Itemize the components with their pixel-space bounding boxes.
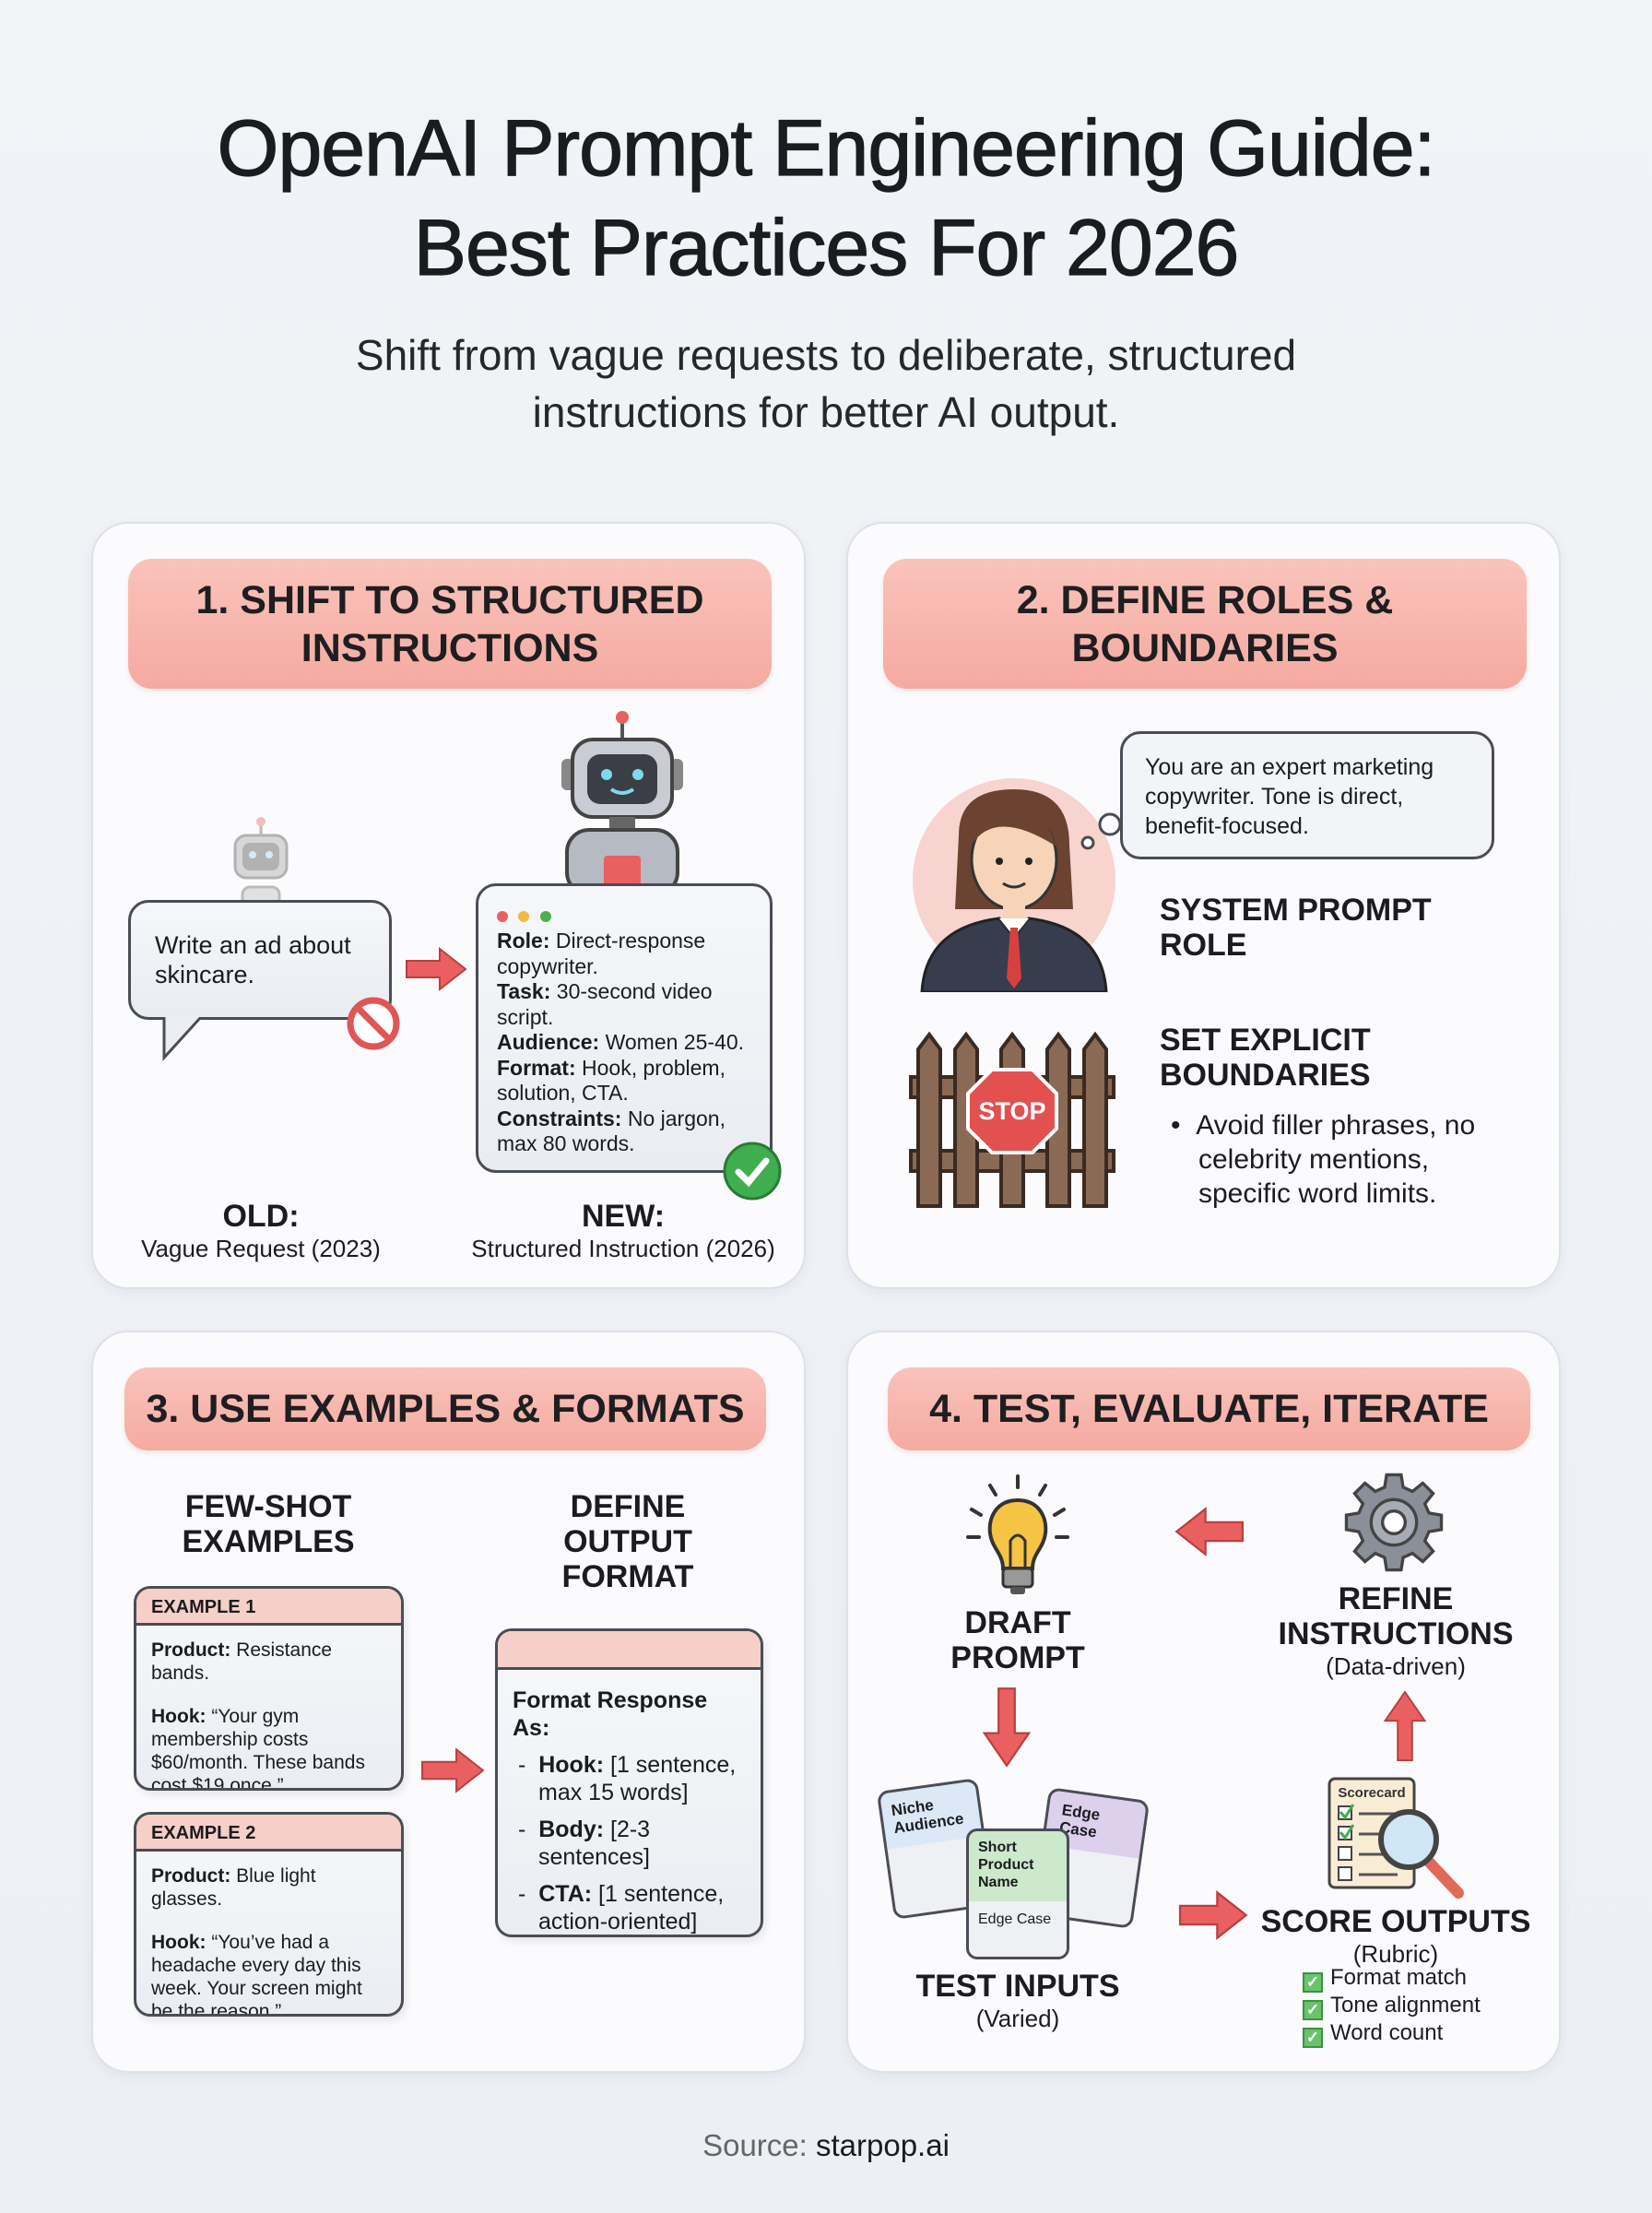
arrow-right-icon [406,946,467,992]
arrow-right-icon [1178,1890,1248,1940]
section-structured-instructions: 1. SHIFT TO STRUCTURED INSTRUCTIONS Writ… [91,522,806,1289]
few-shot-label: FEW-SHOT EXAMPLES [182,1489,355,1559]
old-prompt-bubble: Write an ad about skincare. [128,900,392,1020]
boundaries-bullet: • Avoid filler phrases, no celebrity men… [1171,1110,1476,1209]
subtitle-line2: instructions for better AI output. [532,388,1120,436]
rubric-item: ✓Tone alignment [1303,1993,1481,2020]
output-format-label: DEFINE OUTPUT FORMAT [561,1489,694,1594]
format-item: - Hook: [1 sentence, max 15 words] [518,1752,737,1805]
test-card: Short Product Name Edge Case [966,1828,1069,1959]
source-link[interactable]: starpop.ai [815,2128,950,2162]
stop-sign-text: STOP [978,1097,1045,1125]
bubble-tail [162,1017,203,1061]
scorecard-magnifier-icon: Scorecard [1328,1777,1464,1899]
output-format-card: Format Response As: - Hook: [1 sentence,… [495,1628,763,1937]
arrow-left-icon [1174,1507,1245,1556]
rubric-item: ✓Format match [1303,1965,1481,1993]
subtitle-line1: Shift from vague requests to deliberate,… [355,331,1297,379]
prompt-field-task: Task: 30-second video script. [497,979,713,1029]
section-heading: 2. DEFINE ROLES &BOUNDARIES [883,559,1527,689]
scorecard-title: Scorecard [1338,1785,1405,1801]
check-circle-icon [723,1142,782,1201]
rubric-checklist: ✓Format match ✓Tone alignment ✓Word coun… [1303,1965,1481,2048]
format-item: - CTA: [1 sentence, action-oriented] [518,1881,725,1935]
example-card-2: EXAMPLE 2 Product: Blue light glasses.Ho… [134,1812,404,2017]
section-roles-boundaries: 2. DEFINE ROLES &BOUNDARIES You are an e… [846,522,1561,1289]
section-test-iterate: 4. TEST, EVALUATE, ITERATE DRAFT PROMPT … [846,1331,1561,2073]
boundaries-label: SET EXPLICIT BOUNDARIES [1160,1023,1371,1093]
system-prompt-text: You are an expert marketing copywriter. … [1145,754,1434,839]
prompt-field-constraints: Constraints: No jargon, max 80 words. [497,1106,726,1156]
arrow-right-icon [421,1747,485,1793]
prompt-field-audience: Audience: Women 25-40. [497,1030,745,1054]
robot-icon [561,711,683,893]
section-heading: 1. SHIFT TO STRUCTURED INSTRUCTIONS [128,559,772,689]
refine-instructions-label: REFINE INSTRUCTIONS(Data-driven) [1278,1581,1514,1680]
score-outputs-label: SCORE OUTPUTS(Rubric) [1260,1904,1531,1968]
page-title-line1: OpenAI Prompt Engineering Guide: [217,103,1436,193]
prohibited-icon [347,997,400,1050]
window-dots [497,903,551,929]
format-title: Format Response As: [513,1687,708,1741]
new-label: NEW:Structured Instruction (2026) [471,1199,775,1262]
system-prompt-role-label: SYSTEM PROMPT ROLE [1160,893,1432,963]
arrow-up-icon [1383,1690,1427,1762]
source-footer: Source: starpop.ai [702,2128,950,2162]
thought-dots [1080,812,1122,850]
draft-prompt-label: DRAFT PROMPT [950,1605,1085,1675]
old-label: OLD:Vague Request (2023) [141,1199,381,1262]
lightbulb-icon [966,1474,1069,1594]
gear-icon [1344,1473,1444,1572]
checkbox-checked-icon: ✓ [1303,2028,1323,2048]
section-examples-formats: 3. USE EXAMPLES & FORMATS FEW-SHOT EXAMP… [91,1331,806,2073]
person-avatar-icon [913,778,1115,992]
test-inputs-label: TEST INPUTS(Varied) [915,1969,1120,2032]
thought-bubble: You are an expert marketing copywriter. … [1120,731,1494,859]
rubric-item: ✓Word count [1303,2020,1481,2048]
checkbox-checked-icon: ✓ [1303,2000,1323,2020]
small-robot-icon [233,817,289,907]
section-heading: 3. USE EXAMPLES & FORMATS [124,1367,766,1450]
heading-line: INSTRUCTIONS [301,625,599,670]
example-card-1: EXAMPLE 1 Product: Resistance bands.Hook… [134,1586,404,1791]
arrow-down-icon [982,1687,1032,1768]
checkbox-checked-icon: ✓ [1303,1972,1323,1993]
page-title-line2: Best Practices For 2026 [413,203,1240,292]
old-prompt-text: Write an ad about skincare. [155,931,351,988]
prompt-field-role: Role: Direct-response copywriter. [497,929,706,978]
new-prompt-bubble: Role: Direct-response copywriter. Task: … [476,883,773,1173]
fence-stop-icon: STOP [909,1031,1115,1208]
section-heading: 4. TEST, EVALUATE, ITERATE [888,1367,1530,1450]
heading-line: 1. SHIFT TO STRUCTURED [195,577,704,622]
prompt-field-format: Format: Hook, problem, solution, CTA. [497,1055,726,1106]
format-item: - Body: [2-3 sentences] [518,1817,651,1870]
